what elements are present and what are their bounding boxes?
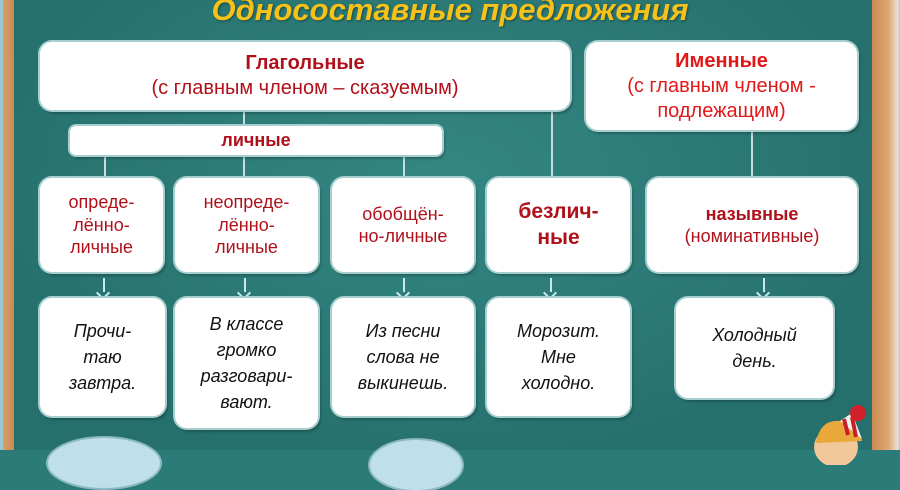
- type-line: безлич-: [518, 199, 599, 223]
- verbal-box: Глагольные (с главным членом – сказуемым…: [40, 42, 570, 110]
- example-line: таю: [83, 346, 122, 367]
- example-line: Морозит.: [517, 320, 600, 341]
- connector: [104, 155, 106, 178]
- type-line: обобщён-: [362, 203, 444, 224]
- board-frame-left: [0, 0, 14, 450]
- type-line: опреде-: [68, 192, 135, 213]
- nominal-box: Именные (с главным членом - подлежащим): [586, 42, 857, 130]
- example-line: выкинешь.: [357, 373, 449, 394]
- oval-button: [370, 440, 462, 490]
- example-generalized-personal: Из песни слова не выкинешь.: [332, 298, 474, 416]
- oval-button: [48, 438, 160, 488]
- type-nominative: назывные (номинативные): [647, 178, 857, 272]
- example-line: завтра.: [68, 373, 137, 394]
- type-generalized-personal: обобщён- но-личные: [332, 178, 474, 272]
- connector: [403, 155, 405, 178]
- type-line: ные: [537, 226, 580, 249]
- example-line: разговари-: [200, 366, 293, 386]
- example-impersonal: Морозит. Мне холодно.: [487, 298, 630, 416]
- slide-title: Односоставные предложения: [211, 0, 689, 27]
- type-impersonal: безлич- ные: [487, 178, 630, 272]
- type-line: неопреде-: [203, 192, 290, 213]
- example-line: слова не: [366, 346, 440, 367]
- board-frame-right: [872, 0, 900, 450]
- type-line: но-личные: [358, 226, 448, 246]
- type-line: назывные: [705, 203, 799, 224]
- nominal-title: Именные: [675, 49, 768, 72]
- type-definite-personal: опреде- лённо- личные: [40, 178, 163, 272]
- cartoon-character-icon: [814, 405, 866, 465]
- example-line: В классе: [209, 313, 284, 334]
- connector: [243, 110, 245, 126]
- type-line: личные: [215, 237, 278, 258]
- personal-box: личные: [70, 126, 442, 155]
- connector: [551, 110, 553, 178]
- nominal-subtitle: подлежащим): [657, 99, 786, 122]
- type-line: личные: [70, 237, 133, 258]
- example-line: Прочи-: [73, 320, 132, 341]
- connector: [243, 155, 245, 178]
- example-line: вают.: [220, 392, 273, 413]
- example-line: громко: [216, 339, 277, 360]
- verbal-title: Глагольные: [245, 52, 365, 74]
- verbal-subtitle: (с главным членом – сказуемым): [151, 77, 459, 99]
- example-line: холодно.: [521, 373, 596, 394]
- type-line: лённо-: [218, 214, 275, 235]
- example-indefinite-personal: В классе громко разговари- вают.: [175, 298, 318, 428]
- example-line: Мне: [541, 346, 576, 367]
- example-line: день.: [732, 351, 777, 371]
- type-line: (номинативные): [684, 226, 820, 246]
- type-indefinite-personal: неопреде- лённо- личные: [175, 178, 318, 272]
- example-nominative: Холодный день.: [676, 298, 833, 398]
- connector: [751, 130, 753, 178]
- nominal-subtitle: (с главным членом -: [627, 74, 816, 97]
- example-definite-personal: Прочи- таю завтра.: [40, 298, 165, 416]
- example-line: Из песни: [365, 320, 441, 341]
- personal-label: личные: [221, 130, 291, 151]
- example-line: Холодный: [712, 324, 797, 345]
- type-line: лённо-: [73, 214, 130, 235]
